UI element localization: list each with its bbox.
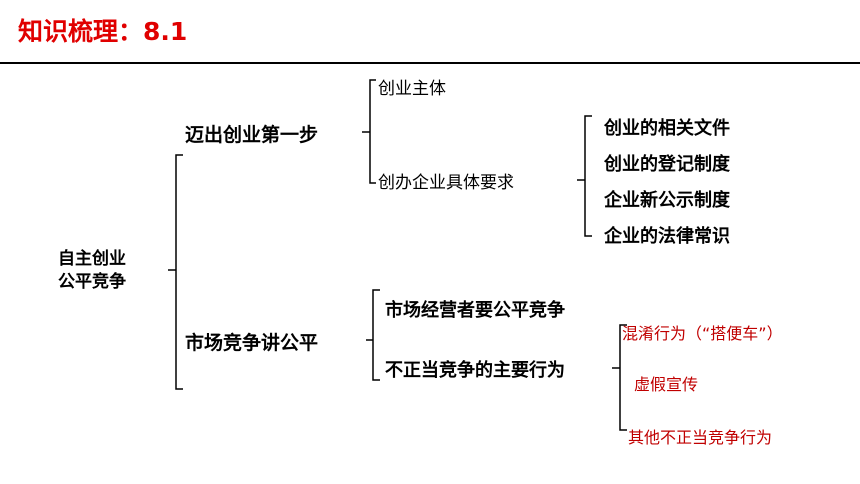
requirements-bracket — [577, 115, 592, 237]
behavior-3: 其他不正当竞争行为 — [628, 428, 773, 447]
title-divider — [0, 62, 860, 64]
branch1-child-2: 创办企业具体要求 — [378, 173, 514, 193]
behavior-2: 虚假宣传 — [634, 375, 699, 394]
branch2-bracket — [366, 289, 380, 381]
root-node: 自主创业 公平竞争 — [58, 248, 126, 294]
branch1-label: 迈出创业第一步 — [185, 124, 319, 146]
page-title: 知识梳理：8.1 — [18, 17, 188, 46]
branch1-bracket — [362, 79, 376, 184]
behaviors-bracket — [612, 324, 627, 431]
branch2-child-1: 市场经营者要公平竞争 — [385, 300, 565, 321]
requirement-1: 创业的相关文件 — [604, 118, 730, 139]
root-line-1: 自主创业 — [58, 249, 126, 269]
branch2-label: 市场竞争讲公平 — [185, 332, 319, 354]
root-bracket — [168, 154, 183, 390]
behavior-1: 混淆行为（“搭便车”） — [622, 324, 783, 343]
requirement-3: 企业新公示制度 — [604, 190, 730, 211]
branch2-child-2: 不正当竞争的主要行为 — [385, 360, 565, 381]
root-line-2: 公平竞争 — [58, 272, 126, 292]
requirement-4: 企业的法律常识 — [604, 226, 730, 247]
requirement-2: 创业的登记制度 — [604, 154, 730, 175]
branch1-child-1: 创业主体 — [378, 79, 446, 99]
